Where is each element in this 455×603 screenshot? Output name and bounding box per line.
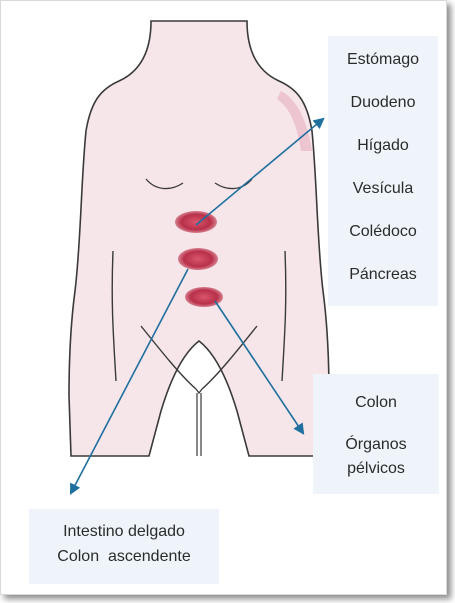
pain-spot-middle	[178, 248, 218, 270]
label-vesicula: Vesícula	[328, 180, 438, 198]
label-colon: Colon	[313, 394, 439, 412]
label-higado: Hígado	[328, 137, 438, 155]
label-colon-ascendente: Colon ascendente	[29, 548, 219, 566]
label-estomago: Estómago	[328, 51, 438, 69]
label-pancreas: Páncreas	[328, 266, 438, 284]
label-intestino-delgado: Intestino delgado	[29, 523, 219, 541]
lower-organs-label-box: Colon Órganos pélvicos	[313, 374, 439, 494]
bottom-organs-label-box: Intestino delgado Colon ascendente	[29, 509, 219, 584]
crotch-line	[196, 389, 202, 393]
label-coledoco: Colédoco	[328, 223, 438, 241]
label-pelvicos: pélvicos	[313, 460, 439, 478]
upper-organs-label-box: Estómago Duodeno Hígado Vesícula Colédoc…	[328, 36, 438, 306]
pain-spot-upper	[175, 211, 217, 233]
label-organos: Órganos	[313, 436, 439, 454]
label-duodeno: Duodeno	[328, 94, 438, 112]
torso-silhouette	[69, 21, 329, 456]
diagram-frame: Estómago Duodeno Hígado Vesícula Colédoc…	[0, 0, 447, 595]
